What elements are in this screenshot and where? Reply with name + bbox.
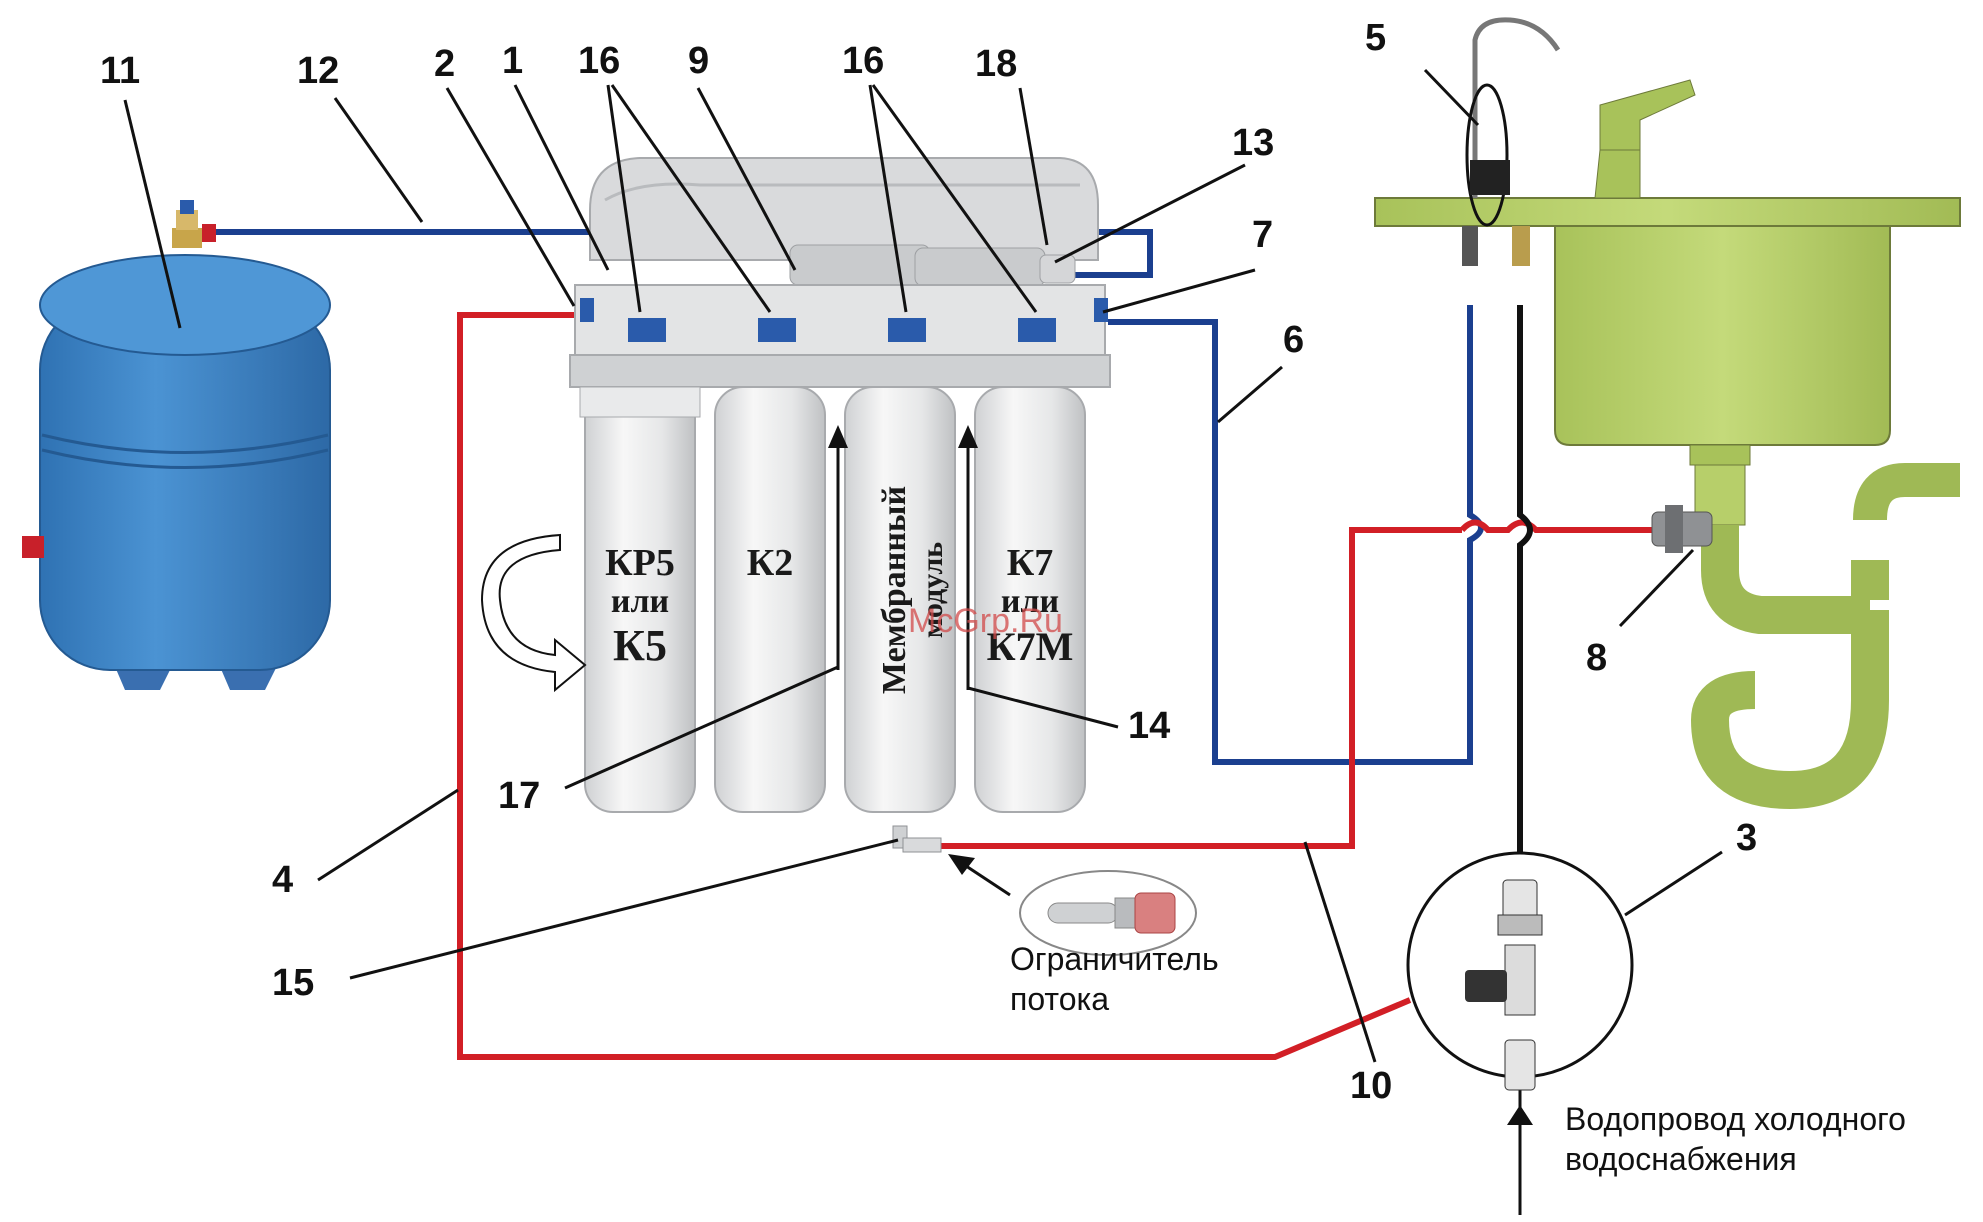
callout-1: 1 bbox=[502, 40, 523, 82]
callout-13: 13 bbox=[1232, 122, 1274, 164]
callout-16a: 16 bbox=[578, 40, 620, 82]
callout-4: 4 bbox=[272, 859, 293, 901]
callout-12: 12 bbox=[297, 50, 339, 92]
clean-water-line bbox=[1108, 319, 1473, 765]
callout-3: 3 bbox=[1736, 817, 1757, 859]
filter-kp5-label-1: КР5 bbox=[605, 542, 675, 584]
drain-red-hop bbox=[1459, 519, 1652, 533]
callout-2: 2 bbox=[434, 43, 455, 85]
water-supply-label-2: водоснабжения bbox=[1565, 1141, 1797, 1177]
flow-arrowhead-membrane bbox=[958, 425, 978, 448]
sink bbox=[1374, 17, 1961, 810]
flow-limiter-label-2: потока bbox=[1010, 981, 1109, 1017]
filter-k7-label-1: К7 bbox=[1007, 542, 1054, 584]
callout-5: 5 bbox=[1365, 17, 1386, 59]
filter-k7 bbox=[974, 386, 1086, 813]
watermark: McGrp.Ru bbox=[908, 602, 1063, 640]
callout-15: 15 bbox=[272, 962, 314, 1004]
filter-k2-label: К2 bbox=[747, 542, 794, 584]
callout-8: 8 bbox=[1586, 637, 1607, 679]
water-supply-label-1: Водопровод холодного bbox=[1565, 1101, 1906, 1137]
rotate-arrow-icon bbox=[480, 533, 587, 693]
callout-6: 6 bbox=[1283, 319, 1304, 361]
cold-water-pipe bbox=[1517, 305, 1533, 880]
callout-18: 18 bbox=[975, 43, 1017, 85]
inlet-arrow bbox=[1507, 1105, 1533, 1125]
clean-line-hop bbox=[1467, 305, 1484, 560]
flow-limiter-inset bbox=[1019, 870, 1197, 956]
filter-k2 bbox=[714, 386, 826, 813]
filter-kp5-label-3: К5 bbox=[613, 621, 667, 670]
drain-red-line bbox=[940, 527, 1462, 849]
callout-16b: 16 bbox=[842, 40, 884, 82]
leader-lines bbox=[123, 68, 1723, 1063]
membrane-module bbox=[844, 386, 956, 813]
callout-11: 11 bbox=[100, 50, 140, 92]
supply-line bbox=[457, 312, 1412, 1060]
flow-limiter-arrowhead bbox=[948, 854, 975, 875]
membrane-label-1: Мембранный bbox=[876, 486, 913, 694]
callout-9: 9 bbox=[688, 40, 709, 82]
callout-7: 7 bbox=[1252, 214, 1273, 256]
drain-clamp bbox=[1651, 505, 1713, 553]
filter-k7-label-2: или bbox=[1001, 583, 1059, 620]
callout-17: 17 bbox=[498, 775, 540, 817]
filter-unit bbox=[569, 157, 1111, 853]
valve-inset bbox=[1406, 851, 1634, 1091]
storage-tank bbox=[22, 200, 331, 690]
callout-14: 14 bbox=[1128, 705, 1170, 747]
filter-kp5-label-2: или bbox=[611, 583, 669, 620]
flow-limiter-label-1: Ограничитель bbox=[1010, 941, 1219, 977]
membrane-label-2: модуль bbox=[916, 542, 949, 638]
callout-10: 10 bbox=[1350, 1065, 1392, 1107]
flow-arrowhead-k2 bbox=[828, 425, 848, 448]
flow-limiter-arrow bbox=[959, 860, 1011, 897]
filter-k7-label-3: К7М bbox=[987, 624, 1074, 669]
